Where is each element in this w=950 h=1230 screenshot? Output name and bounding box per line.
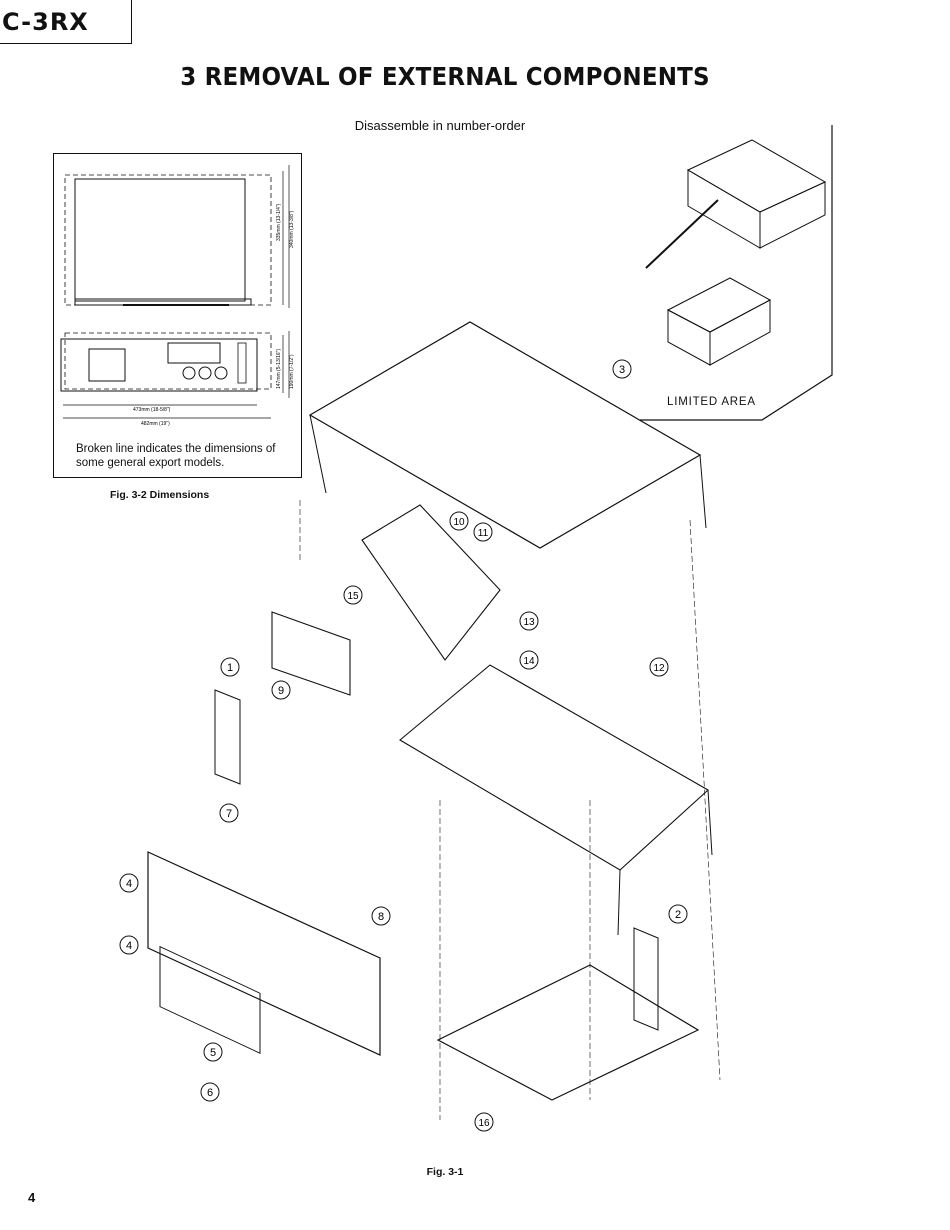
dim-depth-inner-label: 335mm (13-1/4") (276, 203, 282, 241)
dim-height-inner-label: 147mm (5-13/16") (276, 349, 282, 389)
svg-text:15: 15 (347, 591, 359, 602)
svg-text:4: 4 (126, 878, 132, 890)
svg-text:10: 10 (453, 517, 465, 528)
svg-text:4: 4 (126, 940, 132, 952)
dimensions-drawing: 335mm (13-1/4") 340mm (13-3/8") 473mm (1… (60, 165, 295, 427)
svg-text:6: 6 (207, 1087, 213, 1099)
callout-15: 15 (343, 585, 363, 605)
callout-3: 3 (612, 359, 632, 379)
svg-text:1: 1 (227, 662, 233, 674)
svg-text:7: 7 (226, 808, 232, 820)
svg-text:16: 16 (478, 1118, 490, 1129)
model-tag: C-3RX (0, 0, 132, 44)
dim-height-outer-label: 190mm (7-1/2") (289, 354, 295, 389)
callout-6: 6 (200, 1082, 220, 1102)
dimensions-figure-caption: Fig. 3-2 Dimensions (110, 489, 210, 501)
svg-text:14: 14 (523, 656, 535, 667)
page-number: 4 (28, 1190, 36, 1205)
callout-14: 14 (519, 650, 539, 670)
callout-11: 11 (473, 522, 493, 542)
callout-7: 9 (271, 680, 291, 700)
dim-width-outer-label: 482mm (19") (141, 421, 170, 427)
svg-text:9: 9 (278, 685, 284, 697)
dimensions-figure-box (53, 153, 302, 478)
svg-text:11: 11 (478, 528, 489, 539)
callout-10: 10 (449, 511, 469, 531)
callout-12: 12 (649, 657, 669, 677)
svg-text:3: 3 (619, 364, 625, 376)
svg-text:2: 2 (675, 909, 681, 921)
limited-area-label: LIMITED AREA (667, 396, 756, 408)
callout-16: 16 (474, 1112, 494, 1132)
callout-2: 2 (668, 904, 688, 924)
callout-13: 13 (519, 611, 539, 631)
callout-4-lower: 4 (119, 935, 139, 955)
svg-text:12: 12 (653, 663, 665, 674)
dim-width-inner-label: 473mm (18-5/8") (133, 407, 171, 413)
dim-depth-outer-label: 340mm (13-3/8") (289, 210, 295, 248)
svg-text:8: 8 (378, 911, 384, 923)
main-figure-caption: Fig. 3-1 (426, 1166, 464, 1178)
svg-text:13: 13 (523, 617, 535, 628)
callout-9: 7 (219, 803, 239, 823)
page-title: 3 REMOVAL OF EXTERNAL COMPONENTS (180, 62, 710, 91)
page-subtitle: Disassemble in number-order (354, 118, 526, 133)
callout-4-upper: 4 (119, 873, 139, 893)
svg-text:5: 5 (210, 1047, 216, 1059)
dimensions-note: Broken line indicates the dimensions of … (76, 443, 276, 469)
callout-8: 8 (371, 906, 391, 926)
callout-1: 1 (220, 657, 240, 677)
limited-area-frame (640, 125, 833, 421)
callout-5: 5 (203, 1042, 223, 1062)
